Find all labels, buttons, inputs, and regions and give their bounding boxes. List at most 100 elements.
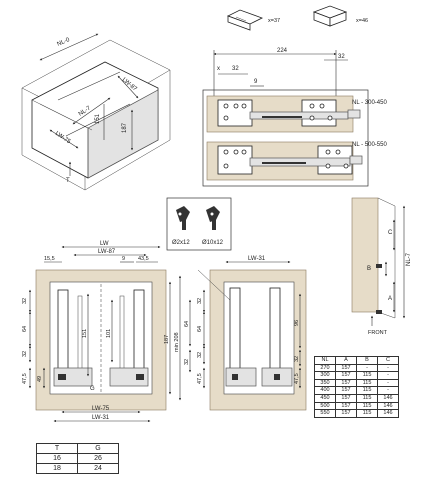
- part-clip-a: x=37: [226, 9, 280, 31]
- nl-cell: 157: [335, 363, 357, 373]
- front-101: 101: [106, 329, 112, 338]
- nl-cell: 115: [356, 378, 378, 388]
- section-front: FRONT: [368, 330, 388, 336]
- nl-cell: 500: [314, 401, 336, 411]
- nl-cell: 300: [314, 371, 336, 380]
- section-b: B: [367, 266, 371, 272]
- part-clip-b: x=46: [312, 5, 368, 27]
- front-32b: 32: [22, 351, 28, 357]
- side-96: 96: [294, 320, 300, 326]
- front-32: 32: [22, 298, 28, 304]
- tg-header-t: T: [36, 443, 78, 454]
- rail-dim-32-left: 32: [232, 66, 239, 72]
- front-64r: 64: [184, 321, 190, 327]
- rail-nl-range-2: NL - 500-550: [352, 142, 387, 148]
- nl-cell: 115: [356, 371, 378, 380]
- box-height-label: 187: [122, 122, 128, 133]
- rail-dim-9: 9: [254, 79, 258, 85]
- rail-dim-32-top: 32: [338, 54, 345, 60]
- front-64: 64: [22, 326, 28, 332]
- front-9: 9: [122, 256, 125, 262]
- tg-cell: 26: [77, 453, 119, 464]
- nl-cell: 115: [356, 409, 378, 418]
- nl-cell: 157: [335, 371, 357, 380]
- drawer-box-isometric: NL-0 NL-7 LW-87 LW-75 187 151 T: [21, 33, 171, 191]
- nl-cell: 157: [335, 409, 357, 418]
- tg-header-g: G: [77, 443, 119, 454]
- nl-cell: 115: [356, 393, 378, 403]
- nl-header-c: C: [377, 356, 399, 365]
- nl-cell: -: [377, 363, 399, 373]
- nl-cell: 146: [377, 409, 399, 418]
- nl-cell: 400: [314, 386, 336, 395]
- nl-cell: -: [377, 386, 399, 395]
- front-lw87: LW-87: [98, 249, 116, 255]
- front-lw: LW: [100, 241, 109, 247]
- rail-nl-range-1: NL - 300-450: [352, 100, 387, 106]
- box-t-label: T: [66, 178, 70, 184]
- front-view: LW LW-87 15,5 9 43,5 32 64 32 47,5 49 15…: [22, 241, 192, 423]
- section-a: A: [388, 296, 392, 302]
- front-47-5: 47,5: [22, 373, 28, 384]
- tg-cell: 24: [77, 463, 119, 474]
- nl-cell: -: [377, 378, 399, 388]
- section-view: NL-7 C B A FRONT: [351, 197, 412, 336]
- front-43-5: 43,5: [138, 256, 149, 262]
- nl-cell: -: [356, 363, 378, 373]
- front-min208: min 208: [174, 332, 180, 352]
- nl-header-b: B: [356, 356, 378, 365]
- nl-cell: 157: [335, 401, 357, 411]
- nl-cell: 115: [356, 401, 378, 411]
- side-47-5: 47,5: [197, 373, 203, 384]
- side-32r: 32: [294, 356, 300, 362]
- nl-cell: 146: [377, 401, 399, 411]
- nl-cell: 157: [335, 393, 357, 403]
- nl-cell: 270: [314, 363, 336, 373]
- nl-cell: 450: [314, 393, 336, 403]
- box-151-label: 151: [95, 113, 101, 124]
- nl-cell: 157: [335, 378, 357, 388]
- side-64: 64: [197, 326, 203, 332]
- front-g: G: [90, 386, 95, 392]
- table-row: 16 26: [36, 453, 119, 464]
- rail-dim-224: 224: [277, 48, 288, 54]
- side-32b: 32: [197, 352, 203, 358]
- tg-table: T G 16 26 18 24: [36, 443, 119, 474]
- front-187: 187: [164, 335, 170, 344]
- screw-detail: Ø2x12 Ø10x12: [166, 197, 232, 251]
- rail-dim-x: x: [217, 66, 220, 72]
- side-32: 32: [197, 298, 203, 304]
- front-lw31: LW-31: [92, 415, 110, 421]
- nl-cell: 146: [377, 393, 399, 403]
- screw-size-a: Ø2x12: [172, 240, 190, 246]
- table-row: 18 24: [36, 463, 119, 474]
- nl-cell: 350: [314, 378, 336, 388]
- side-47-5r: 47,5: [294, 373, 300, 384]
- screw-size-b: Ø10x12: [202, 240, 224, 246]
- nl-cell: 115: [356, 386, 378, 395]
- section-c: C: [388, 230, 393, 236]
- part-b-qty: x=46: [356, 18, 368, 24]
- nl-cell: 550: [314, 409, 336, 418]
- front-32r: 32: [184, 359, 190, 365]
- nl-cell: -: [377, 371, 399, 380]
- side-lw31: LW-31: [248, 256, 266, 262]
- section-nl7: NL-7: [406, 252, 412, 266]
- side-view: LW-31 32 64 32 47,5 96 32 47,5: [197, 256, 307, 411]
- nl-header-nl: NL: [314, 356, 336, 365]
- tg-cell: 18: [36, 463, 78, 474]
- nl-header-a: A: [335, 356, 357, 365]
- part-a-qty: x=37: [268, 18, 280, 24]
- rail-detail: 224 32 x 32 9 NL - 300-450 NL - 500-550: [202, 48, 387, 187]
- box-width-label: NL-0: [56, 37, 71, 48]
- front-49: 49: [37, 376, 43, 382]
- tg-cell: 16: [36, 453, 78, 464]
